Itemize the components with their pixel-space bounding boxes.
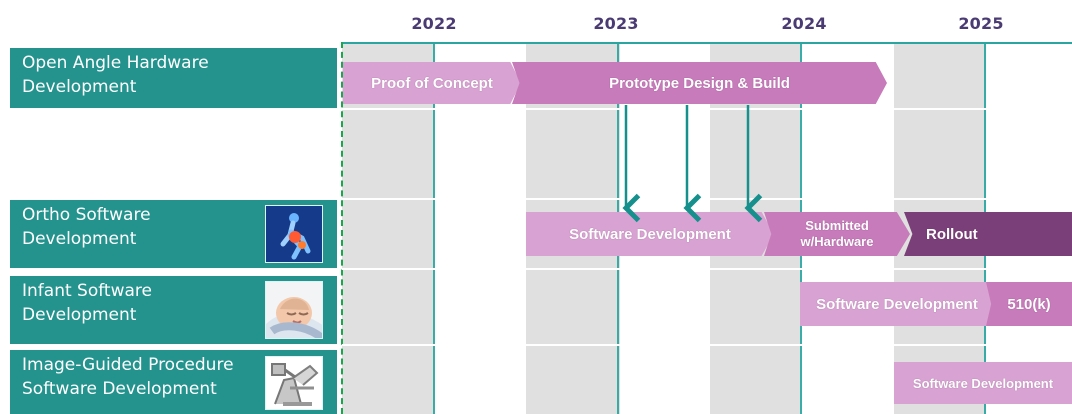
year-label-2023: 2023 xyxy=(593,14,639,33)
surgical-system-icon xyxy=(265,356,323,410)
row-divider xyxy=(342,108,1072,110)
rollout-bar: Rollout xyxy=(904,212,1072,256)
running-person-icon xyxy=(265,205,323,263)
row-label-text: Infant Software Development xyxy=(22,281,152,325)
row-label-text: Ortho Software Development xyxy=(22,205,151,249)
year-label-2025: 2025 xyxy=(958,14,1004,33)
infant-software-development-bar: Software Development xyxy=(800,282,994,326)
row-label-image-guided-procedure: Image-Guided Procedure Software Developm… xyxy=(10,350,337,414)
submitted-with-hardware-bar: Submitted w/Hardware xyxy=(764,212,910,256)
row-label-ortho-software: Ortho Software Development xyxy=(10,200,337,268)
infant-510k-bar: 510(k) xyxy=(986,282,1072,326)
row-divider xyxy=(342,198,1072,200)
row-label-open-angle-hardware: Open Angle Hardware Development xyxy=(10,48,337,108)
row-label-text: Image-Guided Procedure Software Developm… xyxy=(22,355,234,399)
timeline-stripe xyxy=(342,44,434,414)
row-label-text: Open Angle Hardware Development xyxy=(22,53,209,97)
timeline-start-dashed-line xyxy=(341,42,343,414)
year-label-2024: 2024 xyxy=(781,14,827,33)
ortho-software-development-bar: Software Development xyxy=(526,212,774,256)
image-guided-software-development-bar: Software Development xyxy=(894,362,1072,404)
prototype-design-build-bar: Prototype Design & Build xyxy=(512,62,887,104)
row-label-infant-software: Infant Software Development xyxy=(10,276,337,344)
proof-of-concept-bar: Proof of Concept xyxy=(343,62,521,104)
timeline-top-line xyxy=(342,42,1072,44)
row-divider xyxy=(342,268,1072,270)
row-divider xyxy=(342,344,1072,346)
year-label-2022: 2022 xyxy=(411,14,457,33)
year-line-2022 xyxy=(433,44,435,414)
baby-face-icon xyxy=(265,281,323,339)
